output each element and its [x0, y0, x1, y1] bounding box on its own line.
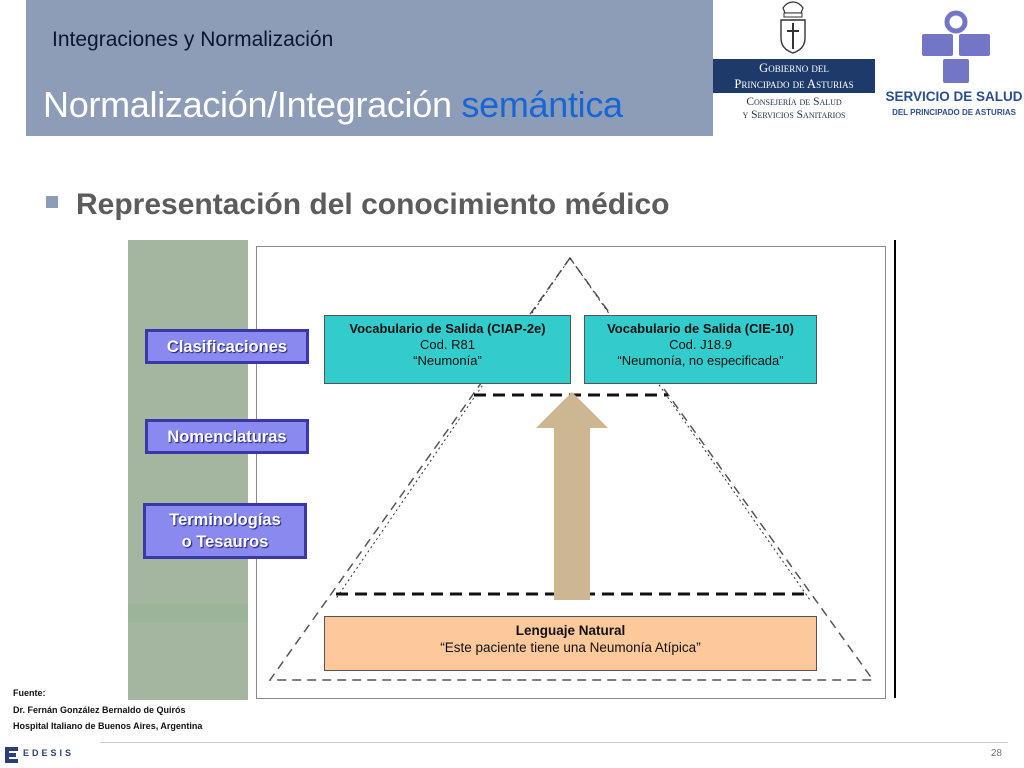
gobierno-banner	[713, 59, 875, 93]
header-band	[26, 0, 713, 136]
page-number: 28	[990, 748, 1002, 759]
title-accent: semántica	[461, 84, 623, 125]
sespa-subtitle: DEL PRINCIPADO DE ASTURIAS	[892, 108, 1016, 117]
natural-text: “Este paciente tiene una Neumonía Atípic…	[440, 640, 701, 655]
diagram-right-rule	[894, 240, 896, 698]
vocab-ciap-box: Vocabulario de Salida (CIAP-2e) Cod. R81…	[324, 315, 571, 384]
bullet-marker	[46, 196, 58, 208]
footer-rule	[100, 742, 1008, 743]
sespa-name: SERVICIO DE SALUD	[885, 89, 1023, 104]
source-institution: Hospital Italiano de Buenos Aires, Argen…	[13, 721, 203, 731]
edesis-icon	[5, 747, 18, 763]
source-label: Fuente:	[13, 688, 46, 698]
level-terminologias: Terminologías o Tesauros	[143, 503, 307, 559]
coat-of-arms-icon	[780, 1, 806, 54]
level-terminologias-line2: o Tesauros	[181, 533, 269, 551]
sespa-logo: SERVICIO DE SALUD DEL PRINCIPADO DE ASTU…	[884, 0, 1024, 128]
sespa-cross-icon	[922, 10, 990, 83]
levels-column	[128, 240, 248, 700]
vocab-ciap-title: Vocabulario de Salida (CIAP-2e)	[349, 321, 546, 336]
natural-language-box: Lenguaje Natural “Este paciente tiene un…	[324, 616, 817, 671]
levels-column-band	[128, 604, 248, 622]
level-nomenclaturas: Nomenclaturas	[145, 419, 309, 454]
slide-title: Normalización/Integración semántica	[43, 84, 623, 126]
gobierno-line1: Gobierno del	[759, 61, 829, 75]
level-nomenclaturas-label: Nomenclaturas	[167, 427, 287, 446]
vocab-cie-code: Cod. J18.9	[669, 337, 732, 352]
up-arrow-icon	[536, 392, 608, 600]
gobierno-line2: Principado de Asturias	[734, 77, 854, 91]
gobierno-line4: y Servicios Sanitarios	[742, 109, 846, 121]
bullet-heading: Representación del conocimiento médico	[76, 188, 670, 221]
vocab-cie-term: “Neumonía, no especificada”	[617, 353, 784, 368]
natural-title: Lenguaje Natural	[515, 623, 626, 638]
level-clasificaciones: Clasificaciones	[145, 329, 309, 364]
level-clasificaciones-label: Clasificaciones	[166, 337, 288, 356]
edesis-brand: EDESIS	[23, 748, 75, 758]
gobierno-asturias-logo: Gobierno del Principado de Asturias Cons…	[713, 0, 878, 128]
source-author: Dr. Fernán González Bernaldo de Quirós	[13, 705, 186, 715]
vocab-cie-title: Vocabulario de Salida (CIE-10)	[607, 321, 794, 336]
title-main: Normalización/Integración	[43, 84, 452, 125]
vocab-ciap-code: Cod. R81	[420, 337, 475, 352]
outer-pyramid	[268, 256, 875, 681]
inner-pyramid	[334, 257, 811, 601]
vocab-cie-box: Vocabulario de Salida (CIE-10) Cod. J18.…	[584, 315, 817, 384]
gobierno-line3: Consejería de Salud	[746, 96, 842, 108]
slide-subtitle: Integraciones y Normalización	[52, 28, 334, 51]
level-terminologias-line1: Terminologías	[169, 511, 281, 529]
vocab-ciap-term: “Neumonía”	[413, 353, 482, 368]
edesis-logo: EDESIS	[2, 745, 82, 765]
